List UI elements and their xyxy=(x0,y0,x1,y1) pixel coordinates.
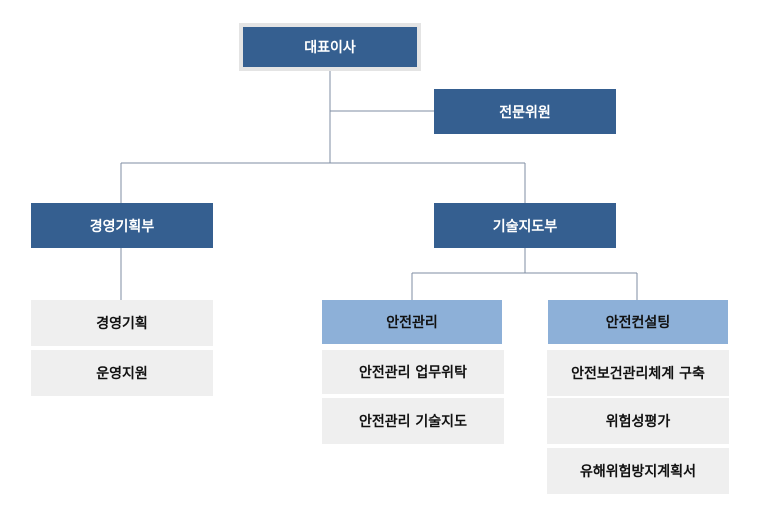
technical-guidance-dept-label: 기술지도부 xyxy=(492,218,558,235)
advisor-label: 전문위원 xyxy=(499,104,551,121)
consulting-task-box: 유해위험방지계획서 xyxy=(547,448,729,494)
safety-task-box: 안전관리 업무위탁 xyxy=(322,350,504,394)
management-planning-dept-box: 경영기획부 xyxy=(31,203,213,248)
management-planning-team-box: 경영기획 xyxy=(31,300,213,346)
safety-task-label: 안전관리 기술지도 xyxy=(359,414,467,430)
management-planning-dept-label: 경영기획부 xyxy=(89,218,155,235)
advisor-box: 전문위원 xyxy=(434,89,616,134)
consulting-task-label: 위험성평가 xyxy=(605,414,671,430)
operations-support-team-label: 운영지원 xyxy=(96,366,148,382)
safety-task-label: 안전관리 업무위탁 xyxy=(359,365,467,381)
consulting-task-label: 안전보건관리체계 구축 xyxy=(571,366,705,382)
safety-management-division-label: 안전관리 xyxy=(386,315,438,331)
safety-task-box: 안전관리 기술지도 xyxy=(322,398,504,444)
consulting-task-label: 유해위험방지계획서 xyxy=(580,464,696,480)
ceo-label: 대표이사 xyxy=(304,40,356,56)
consulting-task-box: 위험성평가 xyxy=(547,398,729,444)
consulting-task-box: 안전보건관리체계 구축 xyxy=(547,350,729,396)
management-planning-team-label: 경영기획 xyxy=(96,316,148,332)
technical-guidance-dept-box: 기술지도부 xyxy=(434,203,616,248)
safety-management-division-box: 안전관리 xyxy=(322,300,502,344)
ceo-box: 대표이사 xyxy=(239,23,421,71)
safety-consulting-division-label: 안전컨설팅 xyxy=(605,315,671,331)
safety-consulting-division-box: 안전컨설팅 xyxy=(548,300,728,344)
operations-support-team-box: 운영지원 xyxy=(31,350,213,396)
